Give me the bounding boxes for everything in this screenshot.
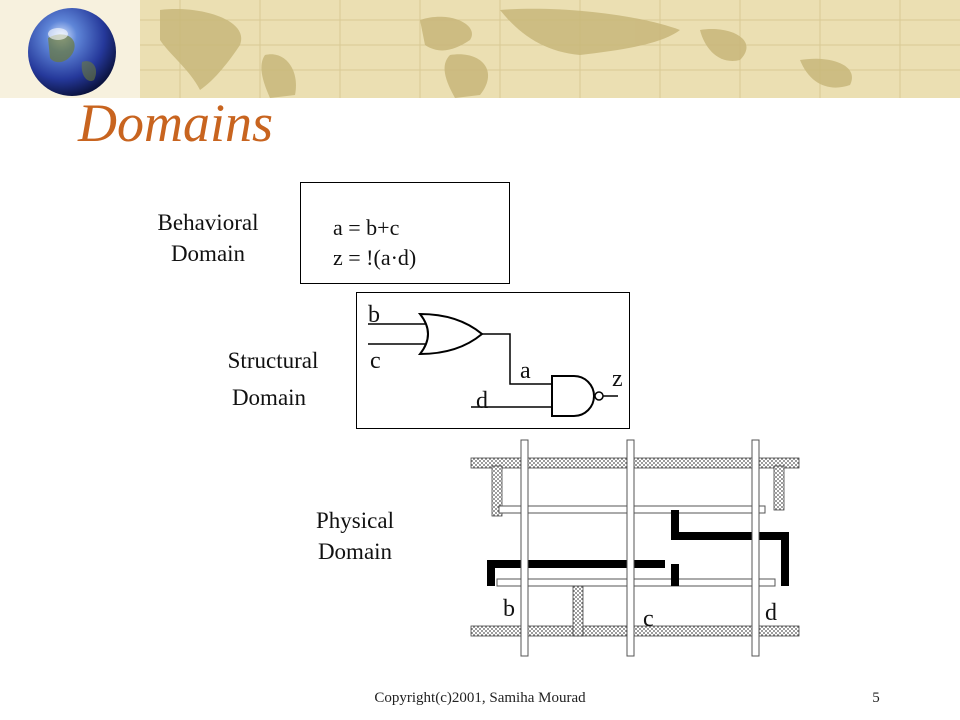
metal-wire-left [487, 560, 665, 586]
bottom-rail [470, 625, 800, 637]
page-number: 5 [872, 690, 880, 706]
pin-a-label: a [520, 358, 531, 384]
behavioral-label-line1: Behavioral [157, 210, 259, 235]
map-banner [0, 0, 960, 98]
or-gate [417, 312, 484, 356]
pin-z-label: z [612, 366, 623, 392]
footer-copyright: Copyright(c)2001, Samiha Mourad [374, 690, 586, 706]
poly-line-d [751, 439, 760, 657]
nand-bubble [594, 391, 604, 401]
structural-label-line2: Domain [231, 385, 307, 411]
wire-a [482, 333, 552, 385]
physical-pin-c: c [643, 606, 654, 632]
physical-domain-label: Physical Domain [290, 505, 420, 567]
pin-d-label: d [476, 388, 488, 414]
pin-b-label: b [368, 302, 380, 328]
physical-layout: b c d [470, 439, 800, 657]
behavioral-label-line2: Domain [170, 241, 246, 267]
structural-label-line1: Structural [227, 348, 319, 373]
lower-strip [496, 578, 776, 587]
physical-label-line1: Physical [316, 508, 394, 533]
physical-label-line2: Domain [317, 539, 393, 565]
top-rail [470, 457, 800, 469]
metal-wire-right [671, 510, 789, 586]
pin-c-label: c [370, 348, 381, 374]
middle-stub [572, 585, 584, 637]
behavioral-box: a = b+c z = !(a·d) [300, 182, 510, 284]
slide-title: Domains [78, 93, 274, 153]
gate-schematic: b c a d z [356, 292, 630, 429]
physical-pin-b: b [503, 596, 515, 622]
poly-line-b [520, 439, 529, 657]
left-stub [491, 465, 503, 517]
right-stub [773, 465, 785, 511]
equation-z: z = !(a·d) [333, 245, 417, 270]
behavioral-domain-label: Behavioral Domain [133, 207, 283, 269]
equation-a: a = b+c [333, 215, 400, 240]
structural-domain-label: Structural Domain [198, 345, 348, 413]
nand-gate [551, 375, 595, 417]
physical-pin-d: d [765, 600, 777, 626]
poly-line-c [626, 439, 635, 657]
